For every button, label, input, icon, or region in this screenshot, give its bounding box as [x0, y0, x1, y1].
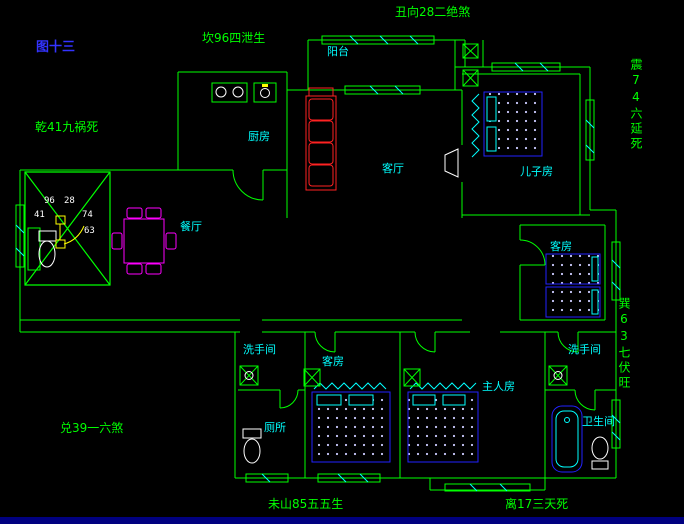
bathtub-icon — [551, 405, 583, 473]
bed-master-room — [407, 382, 479, 463]
toilet-icon-wc — [242, 428, 262, 464]
fengshui-label-li: 离17三天死 — [505, 497, 569, 511]
compass-number-41: 41 — [34, 210, 45, 220]
room-label-dining-room: 餐厅 — [180, 220, 202, 233]
washbasin-icons — [239, 43, 568, 387]
toilet-icon-bathroom — [591, 436, 609, 470]
fengshui-label-kan: 坎96四泄生 — [202, 31, 266, 45]
bed-sons-room — [471, 91, 543, 158]
figure-number-label: 图十三 — [36, 40, 76, 55]
room-label-toilet: 厕所 — [264, 421, 286, 434]
entry-cabinet — [27, 227, 41, 271]
room-label-sons-room: 儿子房 — [520, 165, 553, 178]
compass-number-28: 28 — [64, 196, 75, 206]
fengshui-label-zhen: 震74六延死 — [629, 58, 643, 152]
compass-diagram: 96 28 41 74 63 — [24, 171, 111, 286]
fengshui-label-xun: 巽63七伏旺 — [617, 297, 631, 391]
fengshui-label-chou: 丑向28二绝煞 — [395, 5, 471, 19]
dining-table — [123, 218, 165, 264]
inner-walls — [20, 39, 616, 478]
dining-table-set — [111, 207, 177, 275]
wall-lines — [19, 39, 617, 491]
entry-door-icon — [55, 215, 85, 249]
room-label-master-room: 主人房 — [482, 380, 515, 393]
room-label-living-room: 客厅 — [382, 162, 404, 175]
outer-walls — [19, 39, 617, 491]
fengshui-label-qian: 乾41九祸死 — [35, 120, 99, 134]
bed-guest-room-bottom — [311, 382, 391, 463]
door-arcs — [232, 169, 596, 411]
beds-guest-room-right — [545, 253, 601, 318]
room-label-kitchen: 厨房 — [248, 130, 270, 143]
room-label-washroom-right: 洗手间 — [568, 343, 601, 356]
room-label-balcony: 阳台 — [327, 45, 349, 58]
compass-number-96: 96 — [44, 196, 55, 206]
sofa — [305, 87, 337, 191]
kitchen-sink-icon — [253, 82, 277, 103]
window-markers — [15, 35, 621, 492]
fengshui-label-wei: 未山85五五生 — [268, 497, 344, 511]
compass-number-74: 74 — [82, 210, 93, 220]
room-label-guest-room-right: 客房 — [550, 240, 572, 253]
compass-number-63: 63 — [84, 226, 95, 236]
room-label-washroom-left: 洗手间 — [243, 343, 276, 356]
kitchen-stove-icon — [211, 82, 248, 103]
room-label-guest-room-bottom: 客房 — [322, 355, 344, 368]
room-label-bathroom: 卫生间 — [582, 415, 615, 428]
entry-toilet-icon — [38, 230, 57, 268]
status-strip — [0, 517, 684, 524]
fengshui-label-dui: 兑39一六煞 — [60, 421, 124, 435]
main-door-icon — [444, 148, 459, 178]
